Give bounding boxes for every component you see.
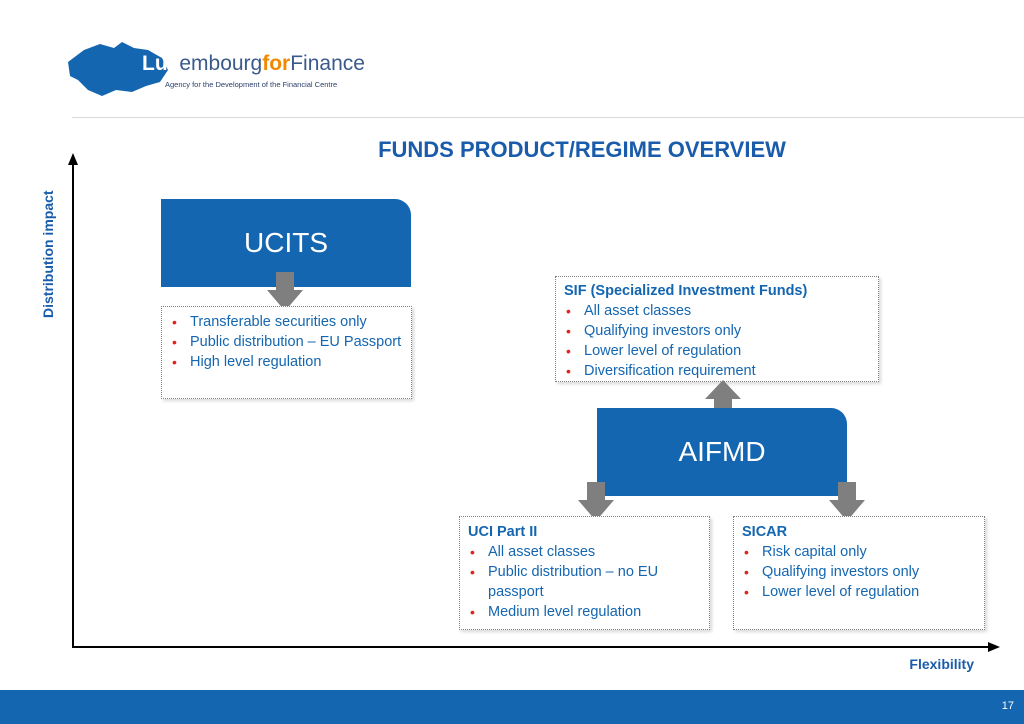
sicar-details-box: SICAR Risk capital only Qualifying inves… xyxy=(733,516,985,630)
logo-tagline: Agency for the Development of the Financ… xyxy=(165,80,338,89)
page-title: FUNDS PRODUCT/REGIME OVERVIEW xyxy=(378,137,786,162)
sicar-heading: SICAR xyxy=(742,524,788,540)
arrow-down-icon xyxy=(829,482,865,521)
uci-item: Public distribution – no EU passport xyxy=(468,562,701,602)
luxembourg-for-finance-logo: LuxembourgforFinance Agency for the Deve… xyxy=(62,40,365,102)
header-divider xyxy=(72,117,1024,118)
arrow-down-icon xyxy=(267,272,303,311)
uci-heading: UCI Part II xyxy=(468,524,538,540)
aifmd-node: AIFMD xyxy=(597,408,847,496)
sicar-item: Qualifying investors only xyxy=(742,562,976,582)
sif-item: Diversification requirement xyxy=(564,361,870,381)
sicar-item: Risk capital only xyxy=(742,542,976,562)
sif-details-box: SIF (Specialized Investment Funds) All a… xyxy=(555,276,879,382)
ucits-item: Transferable securities only xyxy=(170,312,403,332)
sif-item: All asset classes xyxy=(564,301,870,321)
uci-part-ii-details-box: UCI Part II All asset classes Public dis… xyxy=(459,516,710,630)
luxembourg-map-icon xyxy=(68,42,168,96)
y-axis-label: Distribution impact xyxy=(40,190,56,318)
x-axis-label: Flexibility xyxy=(909,656,974,672)
page-number: 17 xyxy=(1001,700,1014,712)
logo-wordmark: LuxembourgforFinance xyxy=(142,52,365,75)
uci-item: Medium level regulation xyxy=(468,602,701,622)
sif-item: Qualifying investors only xyxy=(564,321,870,341)
ucits-item: High level regulation xyxy=(170,352,403,372)
sicar-item: Lower level of regulation xyxy=(742,582,976,602)
ucits-item: Public distribution – EU Passport xyxy=(170,332,403,352)
footer-bar: 17 xyxy=(0,690,1024,724)
sif-item: Lower level of regulation xyxy=(564,341,870,361)
arrow-up-icon xyxy=(705,380,741,417)
ucits-details-box: Transferable securities only Public dist… xyxy=(161,306,412,399)
uci-item: All asset classes xyxy=(468,542,701,562)
sif-heading: SIF (Specialized Investment Funds) xyxy=(564,283,808,299)
y-axis-arrowhead xyxy=(68,153,78,165)
arrow-down-icon xyxy=(578,482,614,521)
x-axis-arrowhead xyxy=(988,642,1000,652)
